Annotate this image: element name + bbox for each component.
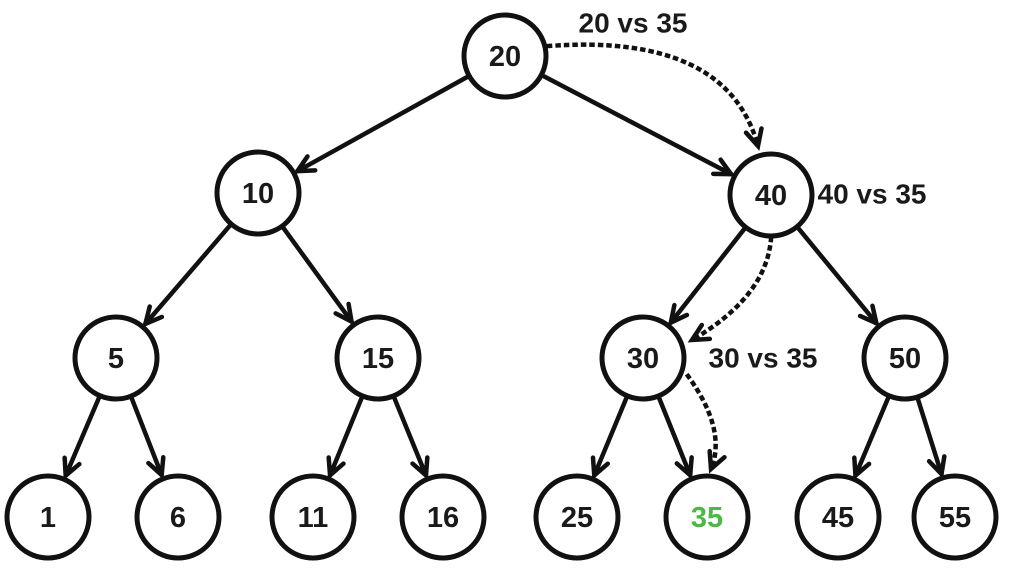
- tree-node-circle-6: [134, 473, 222, 561]
- comparison-label-1: 40 vs 35: [818, 179, 927, 210]
- tree-edges-layer: [66, 73, 942, 476]
- tree-node-label-55: 55: [939, 502, 971, 534]
- tree-node-circle-10: [214, 149, 302, 237]
- tree-edge-20-40: [540, 73, 731, 174]
- comparison-arrow-1: [692, 236, 774, 344]
- tree-edge-15-16: [392, 395, 426, 476]
- tree-node-circle-50: [861, 314, 949, 402]
- tree-node-label-5: 5: [108, 343, 124, 375]
- tree-node-16: 16: [399, 473, 487, 561]
- tree-edge-5-6: [129, 395, 162, 475]
- comparison-arrows-layer: 20 vs 35 40 vs 35 30 vs 35: [546, 8, 927, 470]
- tree-node-circle-1: [4, 473, 92, 561]
- tree-node-20: 20: [461, 12, 549, 100]
- tree-node-circle-25: [533, 473, 621, 561]
- tree-node-label-16: 16: [427, 502, 459, 534]
- tree-node-circle-16: [399, 473, 487, 561]
- tree-node-circle-20: [461, 12, 549, 100]
- tree-node-45: 45: [794, 473, 882, 561]
- tree-node-label-10: 10: [242, 178, 274, 210]
- tree-node-label-20: 20: [489, 41, 521, 73]
- tree-edge-10-5: [145, 223, 233, 324]
- tree-node-label-30: 30: [627, 343, 659, 375]
- tree-edge-10-15: [281, 225, 351, 322]
- tree-node-11: 11: [269, 473, 357, 561]
- tree-node-circle-45: [794, 473, 882, 561]
- tree-edge-50-55: [915, 396, 942, 474]
- tree-node-circle-5: [72, 314, 160, 402]
- tree-node-50: 50: [861, 314, 949, 402]
- tree-node-25: 25: [533, 473, 621, 561]
- tree-node-30: 30: [599, 314, 687, 402]
- comparison-arrow-2: [684, 372, 716, 469]
- tree-node-circle-55: [911, 473, 999, 561]
- tree-node-label-35: 35: [691, 502, 723, 534]
- tree-edge-5-1: [66, 395, 102, 476]
- tree-node-35: 35: [663, 473, 751, 561]
- tree-node-6: 6: [134, 473, 222, 561]
- tree-node-circle-35: [663, 473, 751, 561]
- tree-edge-15-11: [330, 395, 364, 476]
- tree-node-circle-40: [727, 151, 815, 239]
- tree-node-15: 15: [334, 314, 422, 402]
- tree-node-label-1: 1: [40, 502, 56, 534]
- comparison-label-0: 20 vs 35: [579, 8, 688, 39]
- tree-edge-30-35: [656, 395, 690, 475]
- tree-edge-40-30: [671, 226, 747, 323]
- tree-node-55: 55: [911, 473, 999, 561]
- tree-node-label-15: 15: [362, 343, 394, 375]
- tree-node-circle-11: [269, 473, 357, 561]
- tree-node-5: 5: [72, 314, 160, 402]
- tree-node-label-40: 40: [755, 180, 787, 212]
- tree-edge-50-45: [855, 395, 891, 476]
- tree-node-label-50: 50: [889, 343, 921, 375]
- tree-node-1: 1: [4, 473, 92, 561]
- comparison-label-2: 30 vs 35: [709, 343, 818, 374]
- tree-node-label-6: 6: [170, 502, 186, 534]
- tree-node-label-25: 25: [561, 502, 593, 534]
- tree-node-circle-15: [334, 314, 422, 402]
- tree-edge-30-25: [594, 395, 629, 476]
- tree-edge-40-50: [796, 225, 876, 323]
- tree-node-circle-30: [599, 314, 687, 402]
- tree-node-label-11: 11: [298, 502, 329, 534]
- tree-node-40: 40: [727, 151, 815, 239]
- tree-edge-20-10: [297, 74, 470, 171]
- comparison-arrow-0: [546, 42, 758, 146]
- tree-node-10: 10: [214, 149, 302, 237]
- tree-node-label-45: 45: [822, 502, 854, 534]
